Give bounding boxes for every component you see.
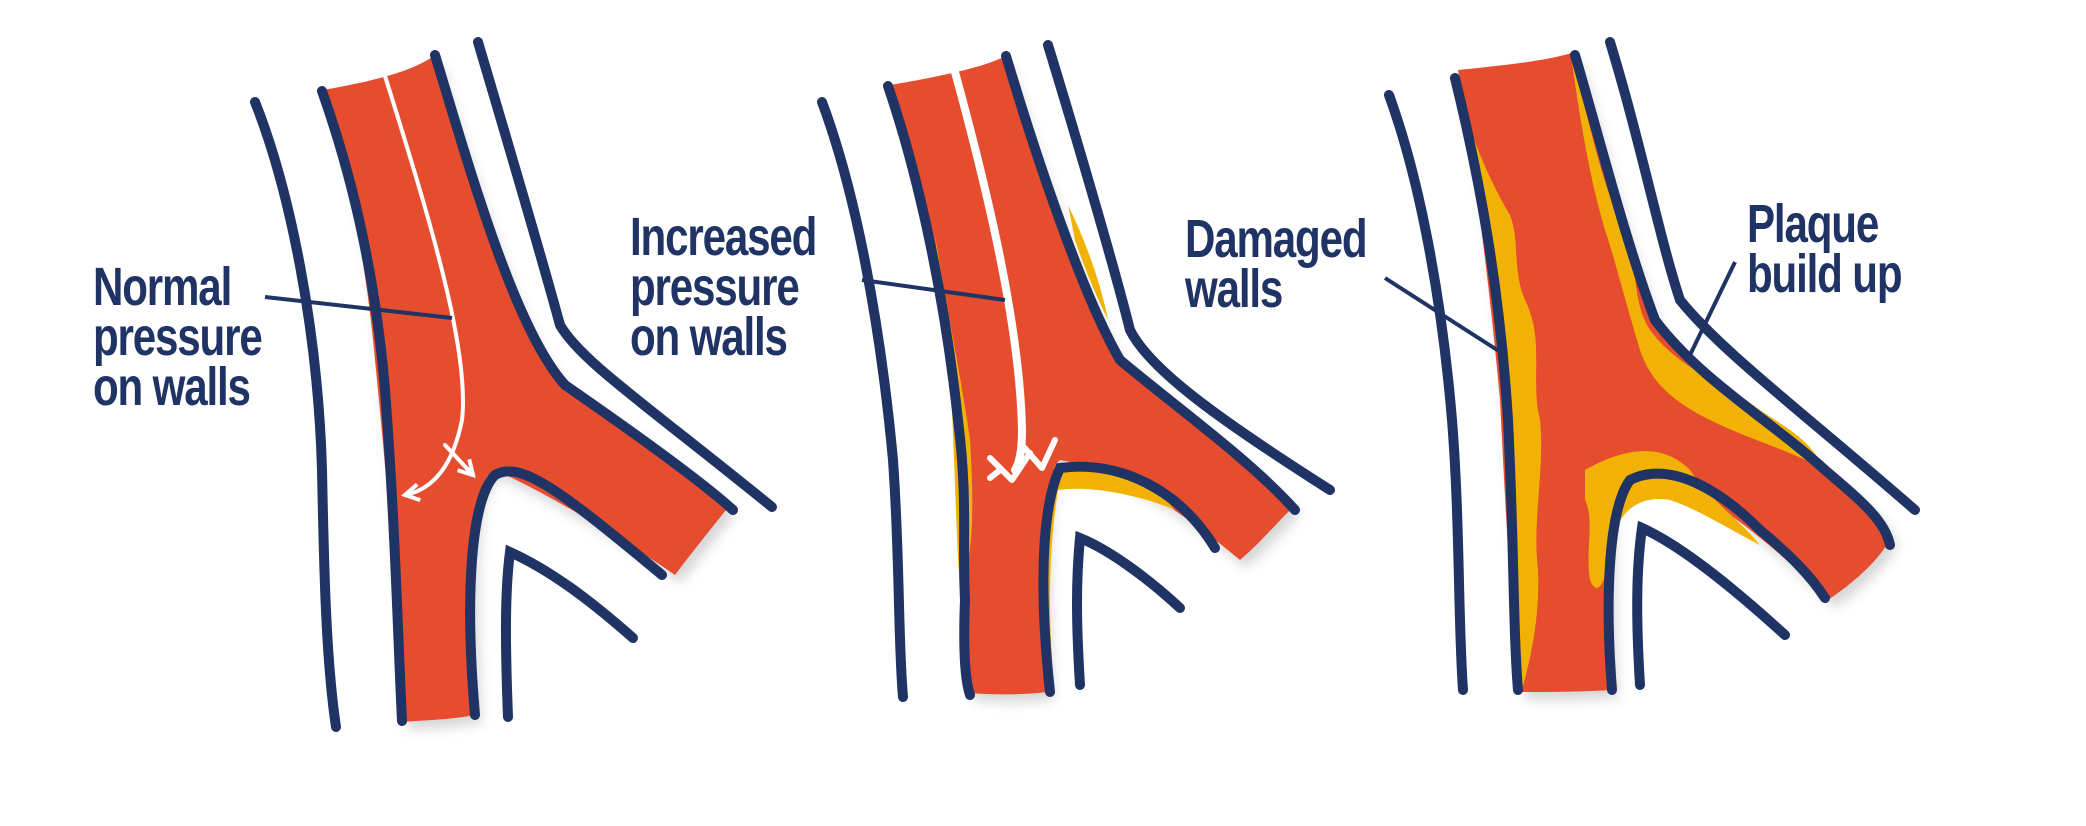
diseased-branch-inner-wall: [1603, 468, 1830, 695]
normal-pressure-label: Normal pressure on walls: [93, 257, 263, 417]
normal-flow-arrow: [383, 74, 465, 502]
plaque-label-line-2: build up: [1747, 244, 1903, 304]
diseased-branch-outer-wall: [1632, 520, 1790, 690]
normal-inner-wall-right: [430, 50, 738, 515]
diseased-plaque-left: [1460, 95, 1542, 690]
normal-label-line-3: on walls: [93, 357, 251, 417]
normal-label-line-1: Normal: [93, 257, 232, 317]
normal-branch-outer-wall: [500, 544, 638, 722]
normal-label-pointer: [264, 295, 453, 320]
damaged-walls-label: Damaged walls: [1185, 209, 1368, 319]
pressure-label-pointer: [861, 278, 1006, 302]
pressure-outer-wall-left: [817, 97, 908, 702]
normal-branch-inner-wall: [465, 466, 667, 720]
damaged-label-line-1: Damaged: [1185, 209, 1368, 269]
normal-blood-flow: [323, 55, 730, 722]
normal-label-line-2: pressure: [93, 307, 263, 367]
diseased-artery: [1383, 37, 1920, 695]
pressure-outer-wall-right: [1043, 40, 1335, 495]
normal-outer-wall-left: [250, 97, 341, 732]
pressure-arrowhead-left: [987, 450, 1033, 483]
pressure-arrowhead-right: [1019, 437, 1058, 471]
increased-pressure-label: Increased pressure on walls: [630, 207, 817, 367]
normal-flow-arrow-branch: [443, 443, 476, 478]
pressure-inner-wall-left: [883, 81, 975, 700]
high-pressure-artery: [817, 40, 1335, 702]
diseased-plaque-right: [1572, 62, 1825, 470]
diseased-outer-wall-right: [1605, 37, 1920, 515]
pressure-plaque-right-top: [1068, 205, 1108, 320]
diseased-outer-wall-left: [1384, 90, 1468, 695]
plaque-label-line-1: Plaque: [1747, 194, 1879, 254]
plaque-label-pointer: [1688, 261, 1737, 356]
damaged-label-pointer: [1383, 276, 1507, 357]
pressure-flow-arrow: [951, 68, 1027, 474]
diseased-inner-wall-right: [1570, 50, 1895, 550]
normal-artery: [250, 37, 777, 732]
increased-label-line-1: Increased: [630, 207, 817, 267]
normal-inner-wall-left: [317, 86, 407, 726]
normal-outer-wall-right: [473, 37, 777, 512]
increased-label-line-3: on walls: [630, 307, 788, 367]
increased-label-line-2: pressure: [630, 257, 800, 317]
diseased-inner-wall-left: [1450, 73, 1523, 695]
plaque-build-up-label: Plaque build up: [1747, 194, 1903, 304]
damaged-label-line-2: walls: [1185, 259, 1283, 319]
pressure-inner-wall-right: [1001, 51, 1300, 515]
pressure-branch-inner-wall: [1038, 461, 1220, 697]
pressure-branch-outer-wall: [1072, 530, 1185, 690]
